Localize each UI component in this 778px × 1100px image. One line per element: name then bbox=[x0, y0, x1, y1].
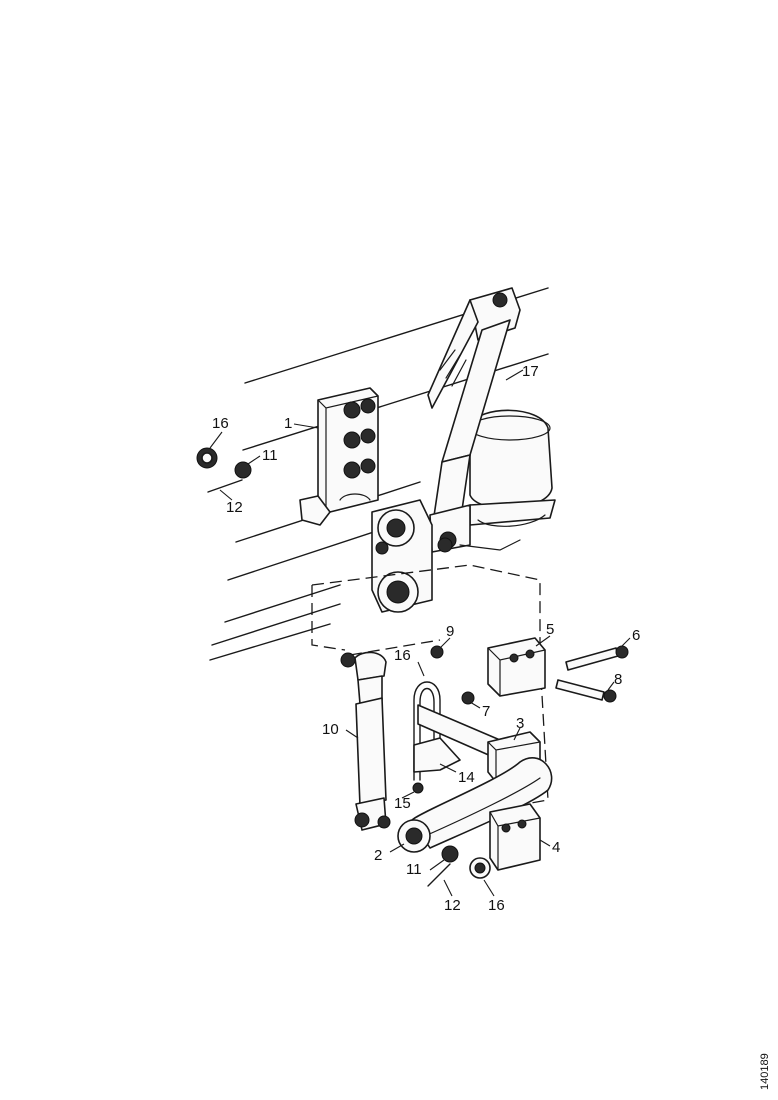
axle-beam bbox=[413, 704, 501, 773]
bracket-4 bbox=[489, 803, 541, 871]
drawing-code: 140189 bbox=[759, 1053, 771, 1090]
callout-17: 17 bbox=[522, 363, 539, 380]
callout-7: 7 bbox=[482, 703, 490, 720]
callout-10: 10 bbox=[322, 721, 339, 738]
callout-12-bottom: 12 bbox=[444, 897, 461, 914]
bolts bbox=[555, 645, 629, 703]
trailing-arm-2 bbox=[397, 757, 553, 853]
shock-absorber-17 bbox=[427, 287, 521, 553]
callout-5: 5 bbox=[546, 621, 554, 638]
callout-14: 14 bbox=[458, 769, 475, 786]
bracket-5 bbox=[487, 637, 546, 697]
bracket-assembly bbox=[371, 499, 453, 613]
callout-4: 4 bbox=[552, 839, 560, 856]
callout-labels: 1 16 11 12 17 9 5 6 8 16 7 3 10 14 15 2 … bbox=[212, 363, 640, 914]
callout-2: 2 bbox=[374, 847, 382, 864]
callout-16-bottom: 16 bbox=[488, 897, 505, 914]
hardware bbox=[196, 447, 491, 887]
callout-11-top: 11 bbox=[262, 447, 278, 464]
u-bolt-18 bbox=[413, 681, 441, 781]
callout-1: 1 bbox=[284, 415, 292, 432]
damper-10 bbox=[340, 651, 391, 831]
hanger-bracket-1 bbox=[299, 387, 379, 526]
callout-12-top: 12 bbox=[226, 499, 243, 516]
leader-lines bbox=[209, 369, 631, 897]
callout-15: 15 bbox=[394, 795, 411, 812]
air-spring bbox=[469, 409, 556, 527]
callout-9: 9 bbox=[446, 623, 454, 640]
callout-11-bottom: 11 bbox=[406, 861, 422, 878]
callout-16-top: 16 bbox=[212, 415, 229, 432]
callout-6: 6 bbox=[632, 627, 640, 644]
dashed-guides bbox=[311, 564, 549, 806]
callout-16-mid: 16 bbox=[394, 647, 411, 664]
callout-3: 3 bbox=[516, 715, 524, 732]
callout-8: 8 bbox=[614, 671, 622, 688]
